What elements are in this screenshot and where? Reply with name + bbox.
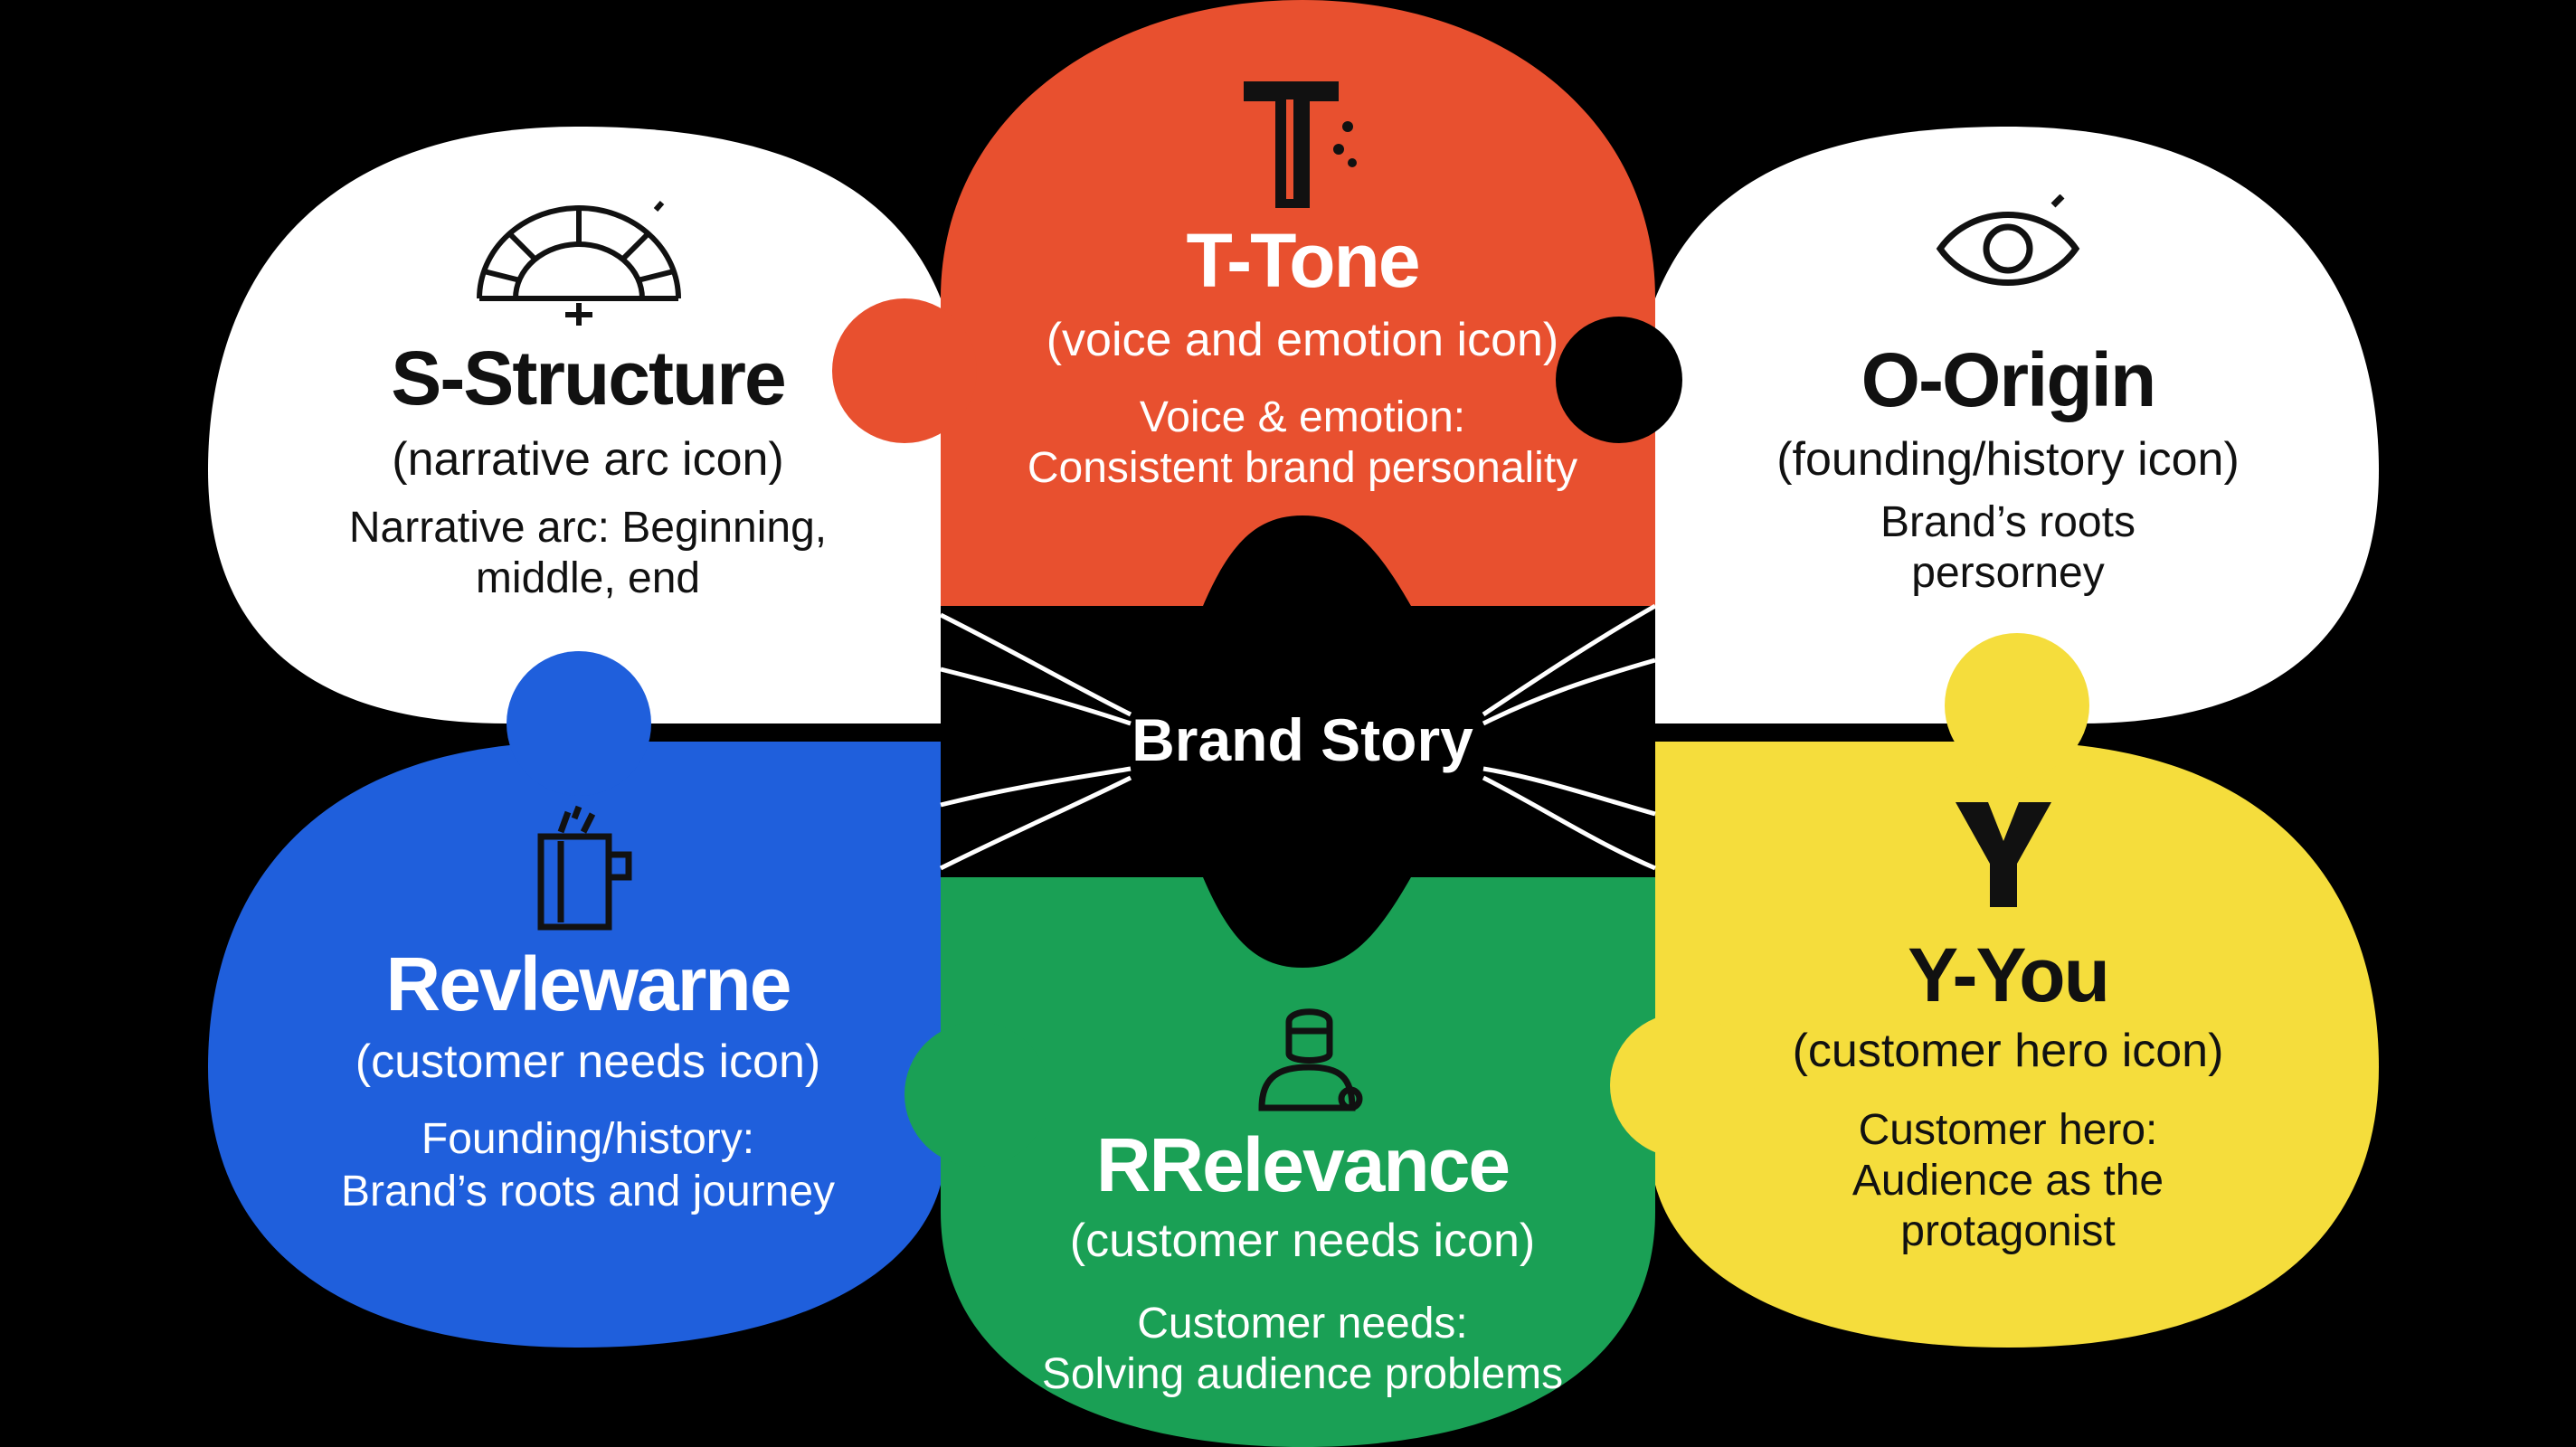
- tone-description-line-1: Voice & emotion:: [1139, 393, 1466, 441]
- knob-tone-left: [832, 298, 977, 443]
- relevance-center-subtitle: (customer needs icon): [1069, 1215, 1536, 1267]
- piece-relevance-left: [208, 742, 941, 1348]
- origin-subtitle: (founding/history icon): [1776, 433, 2240, 486]
- piece-you: [1655, 742, 2379, 1348]
- knob-origin-left: [1556, 317, 1682, 443]
- origin-description-line-2: persorney: [1911, 549, 2105, 597]
- folder-icon: [537, 805, 632, 931]
- tone-subtitle: (voice and emotion icon): [1046, 314, 1559, 366]
- person-icon: [1258, 1008, 1363, 1111]
- connector-lines: [939, 603, 1657, 871]
- structure-description-line-2: middle, end: [475, 554, 701, 602]
- structure-title: S-Structure: [391, 336, 786, 421]
- origin-description-line-1: Brand’s roots: [1880, 498, 2136, 546]
- y-letter-icon: [1956, 802, 2051, 907]
- knob-green-left: [904, 1022, 1049, 1167]
- you-subtitle: (customer hero icon): [1792, 1025, 2224, 1077]
- knob-yellow-left: [1610, 1013, 1755, 1158]
- you-description-line-2: Audience as the: [1852, 1157, 2164, 1205]
- structure-subtitle: (narrative arc icon): [392, 433, 784, 486]
- relevance-left-subtitle: (customer needs icon): [355, 1036, 821, 1088]
- relevance-center-description-line-1: Customer needs:: [1137, 1300, 1468, 1348]
- piece-origin: [1655, 127, 2379, 724]
- knob-yellow-top: [1945, 633, 2089, 778]
- relevance-left-description-line-1: Founding/history:: [421, 1115, 755, 1163]
- tone-description-line-2: Consistent brand personality: [1027, 444, 1578, 492]
- relevance-left-description-line-2: Brand’s roots and journey: [340, 1168, 836, 1215]
- piece-tone: [941, 0, 1655, 606]
- you-title: Y-You: [1908, 932, 2110, 1017]
- tone-t-icon: [1244, 81, 1357, 208]
- relevance-center-description-line-2: Solving audience problems: [1041, 1350, 1564, 1398]
- structure-description-line-1: Narrative arc: Beginning,: [348, 504, 828, 552]
- origin-title: O-Origin: [1861, 337, 2157, 422]
- eye-icon: [1936, 194, 2080, 286]
- center-label: Brand Story: [1132, 706, 1473, 773]
- tone-title: T-Tone: [1186, 218, 1420, 303]
- center-panel: [941, 606, 1655, 877]
- relevance-center-title: RRelevance: [1095, 1122, 1511, 1207]
- narrative-arc-icon: [477, 201, 681, 326]
- you-description-line-3: protagonist: [1900, 1207, 2116, 1255]
- you-description-line-1: Customer hero:: [1858, 1106, 2158, 1154]
- piece-structure: [208, 127, 941, 724]
- relevance-left-title: Revlewarne: [385, 941, 792, 1026]
- knob-blue-top: [507, 651, 651, 796]
- piece-relevance-center: [941, 877, 1655, 1447]
